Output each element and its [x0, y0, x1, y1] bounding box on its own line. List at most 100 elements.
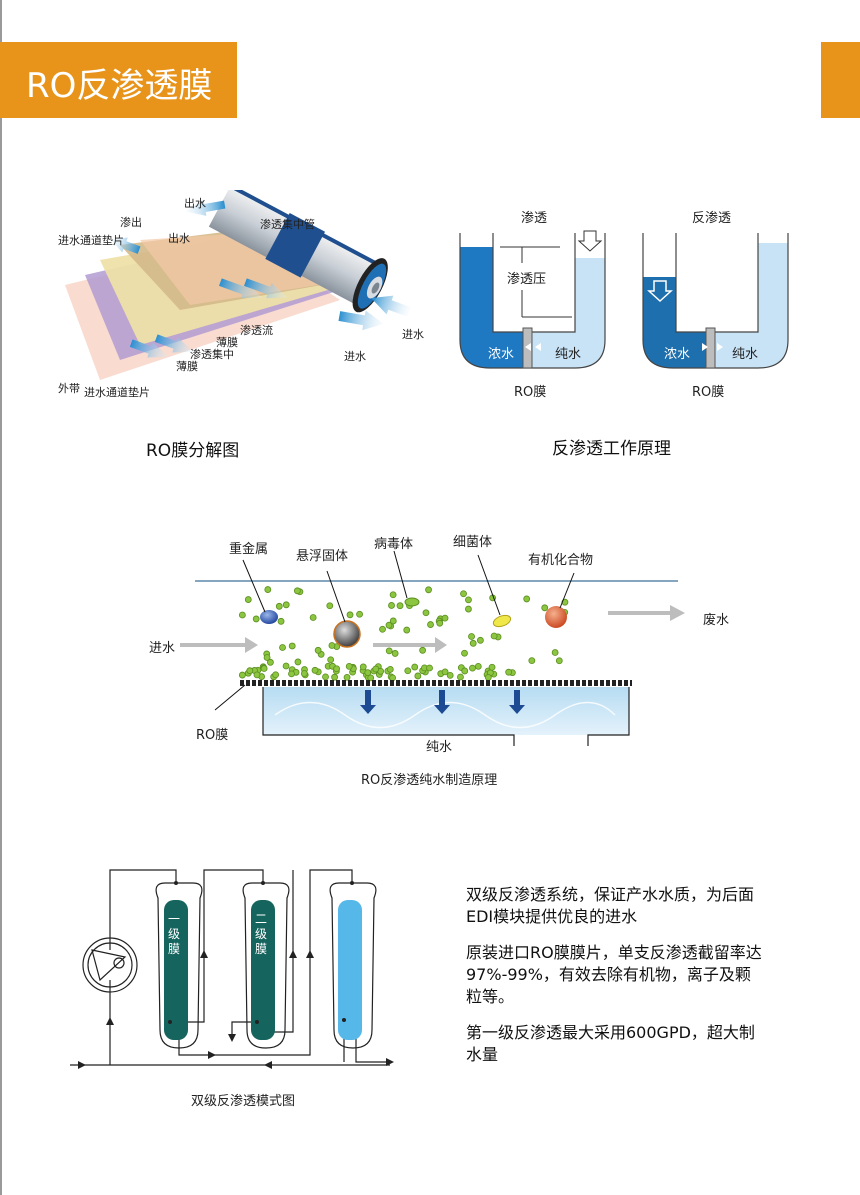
particle [314, 646, 322, 654]
particles [238, 586, 569, 682]
description-paragraph-3: 第一级反渗透最大采用600GPD，超大制水量 [466, 1023, 755, 1064]
label-in-water-right: 进水 [402, 328, 424, 341]
particle [263, 654, 271, 661]
particle [264, 586, 272, 593]
particle [474, 662, 482, 670]
label-feed-water: 进水 [149, 641, 176, 656]
particle [441, 614, 449, 622]
label-suspended-solids: 悬浮固体 [296, 549, 349, 564]
label-feed-spacer-bottom: 进水通道垫片 [84, 386, 150, 399]
caption-two-stage-ro: 双级反渗透模式图 [191, 1094, 296, 1109]
page-title: RO反渗透膜 [26, 66, 213, 106]
label-out-water: 出水 [168, 232, 190, 245]
particle [300, 670, 308, 677]
particle [367, 674, 375, 682]
vessel-3 [329, 882, 377, 1049]
waste-arrow [608, 605, 685, 621]
particle [505, 668, 513, 676]
label-virus: 病毒体 [374, 537, 414, 552]
particle [528, 657, 536, 665]
particle [238, 611, 246, 619]
particle [238, 671, 246, 679]
caption-exploded-view: RO膜分解图 [146, 441, 240, 461]
particle [385, 647, 393, 655]
particle [356, 610, 363, 618]
particle [541, 604, 549, 612]
particle [326, 602, 334, 610]
particle [419, 646, 427, 654]
label-permeate-flow: 渗透流 [240, 324, 273, 337]
label-outer-band: 外带 [58, 382, 80, 395]
virus-particle [404, 597, 420, 607]
label-concentrate-left: 浓水 [488, 347, 515, 362]
label-pure-water: 纯水 [426, 740, 453, 755]
feed-arrow [180, 637, 258, 653]
label-permeate-tube: 渗透集中管 [260, 218, 315, 231]
particle [311, 666, 319, 674]
particle [282, 662, 290, 670]
caption-working-principle: 反渗透工作原理 [552, 439, 671, 459]
label-concentrate-right: 浓水 [664, 347, 691, 362]
particle [388, 602, 395, 609]
particle [364, 669, 372, 677]
label-waste-water: 废水 [703, 613, 730, 628]
label-osmotic-pressure: 渗透压 [507, 272, 547, 287]
particle [551, 649, 559, 656]
particle [288, 670, 295, 678]
mid-arrow [373, 637, 447, 653]
particle [359, 663, 367, 671]
label-pure-right: 纯水 [732, 347, 759, 362]
particle [272, 671, 280, 679]
particle [372, 665, 380, 673]
organic-particle [545, 606, 567, 628]
label-out-water-top: 出水 [184, 197, 206, 210]
vessel-2 [242, 882, 290, 1049]
particle [345, 662, 353, 670]
label-membrane-right: RO膜 [692, 385, 725, 400]
particle [322, 673, 329, 681]
particle [403, 626, 411, 634]
label-organics: 有机化合物 [528, 553, 594, 568]
osmosis-diagram [459, 230, 789, 369]
particle [391, 650, 399, 657]
ro-membrane-illustration [65, 190, 411, 380]
particle [389, 617, 397, 625]
particle [490, 632, 498, 640]
page-edge [0, 0, 2, 1195]
particle [555, 657, 563, 665]
particle [328, 642, 336, 649]
label-reverse-osmosis: 反渗透 [692, 211, 732, 226]
particle [253, 671, 261, 679]
label-feed-spacer-top: 进水通道垫片 [58, 234, 124, 247]
label-film-2: 薄膜 [176, 360, 198, 373]
particle [426, 664, 433, 672]
label-membrane-left: RO膜 [514, 385, 547, 400]
down-arrows [360, 690, 525, 714]
label-bacteria: 细菌体 [453, 535, 493, 550]
particle [294, 658, 302, 666]
particle [465, 596, 472, 604]
particle [414, 672, 422, 680]
particle [293, 587, 301, 595]
particle [461, 649, 468, 657]
membrane-tube [208, 190, 388, 313]
particle [346, 611, 354, 619]
particle [277, 617, 285, 625]
particle [461, 667, 469, 675]
particle [252, 615, 260, 623]
label-in-water-bottom: 进水 [344, 350, 366, 363]
particle [446, 671, 454, 679]
particle [389, 591, 397, 599]
title-banner [0, 42, 237, 118]
stage1-label: 一级膜 [168, 912, 181, 956]
label-heavy-metal: 重金属 [229, 542, 269, 557]
caption-pure-water-principle: RO反渗透纯水制造原理 [361, 773, 498, 788]
particle [282, 601, 290, 609]
particle [288, 642, 296, 650]
particle [279, 644, 286, 651]
flow-arrows [110, 200, 411, 358]
particle [441, 668, 449, 676]
reverse-osmosis-u-tube [642, 233, 789, 369]
label-film-1: 薄膜 [216, 336, 238, 349]
particle [244, 596, 252, 603]
